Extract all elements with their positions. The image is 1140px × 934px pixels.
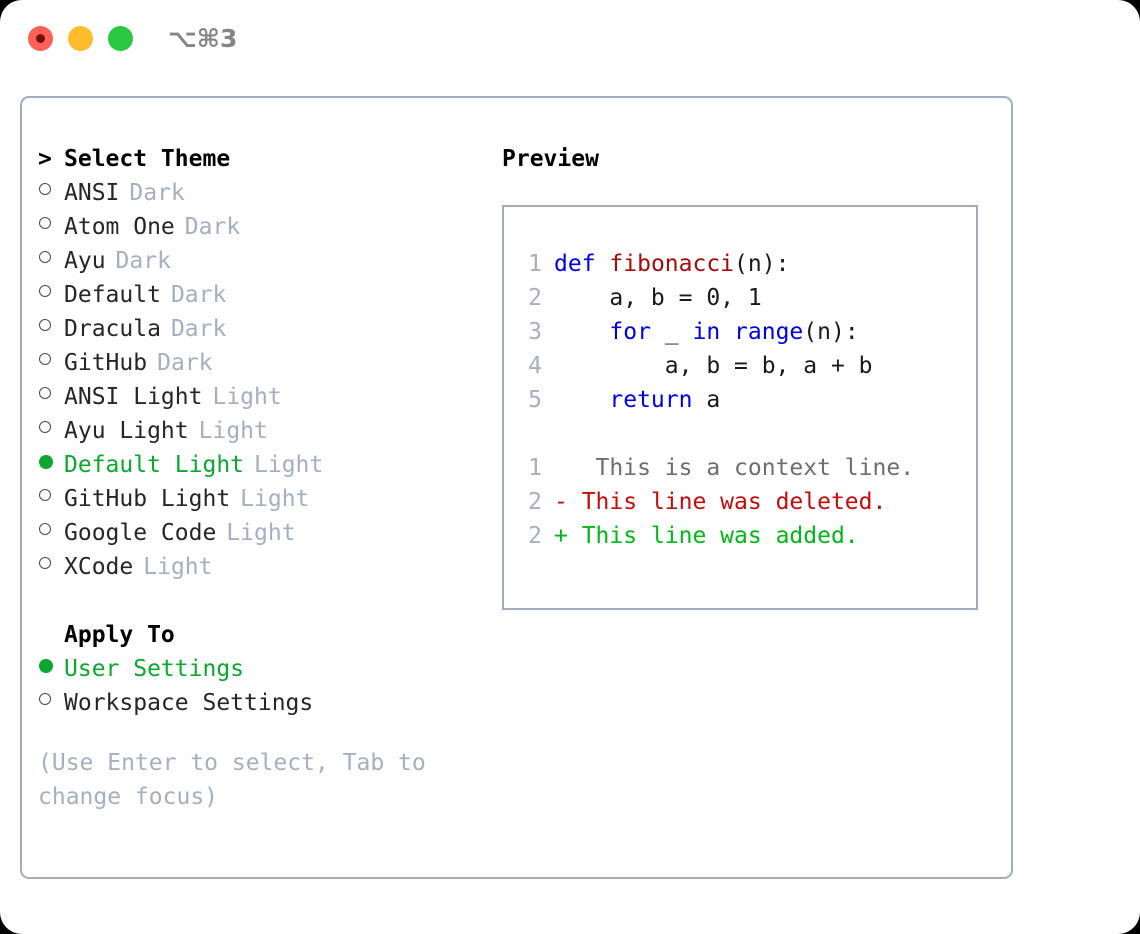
code-line: 3 for _ in range(n): [516,315,972,349]
code-line: 5 return a [516,383,972,417]
theme-variant-tag: Dark [115,248,171,274]
theme-name-label: ANSI Light [64,384,203,410]
diff-text: This line was deleted. [567,489,887,515]
theme-name-label: Atom One [64,214,175,240]
apply-to-option-user[interactable]: User Settings [38,652,498,686]
page-title: Select Theme [64,146,231,172]
theme-list-item[interactable]: Ayu Light Light [38,414,498,448]
code-token: fibonacci [609,251,735,277]
theme-variant-tag: Dark [157,350,213,376]
theme-list-item[interactable]: GitHub Light Light [38,482,498,516]
code-token [554,315,609,349]
theme-list-item[interactable]: Google Code Light [38,516,498,550]
theme-name-label: Google Code [64,520,217,546]
theme-variant-tag: Light [143,554,213,580]
theme-name-label: Dracula [64,316,161,342]
line-number: 5 [528,387,542,413]
diff-line-deleted: 2- This line was deleted. [516,485,972,519]
select-theme-header: > Select Theme [38,142,498,176]
theme-list-item[interactable]: Ayu Dark [38,244,498,278]
theme-list-item[interactable]: GitHub Dark [38,346,498,380]
code-token [720,315,734,349]
line-number: 2 [528,489,542,515]
theme-name-label: ANSI [64,180,120,206]
theme-list-item[interactable]: Atom One Dark [38,210,498,244]
code-token: for [609,319,651,345]
diff-text: This is a context line. [567,455,915,481]
diff-line-context: 1 This is a context line. [516,451,972,485]
code-token: a, b = 0, 1 [554,285,762,311]
apply-to-option-label: Workspace Settings [64,690,314,716]
code-diff-gap [516,417,972,451]
theme-list-item[interactable]: ANSI Light Light [38,380,498,414]
theme-variant-tag: Light [198,418,268,444]
line-number: 4 [528,353,542,379]
preview-title: Preview [502,146,599,172]
diff-sign: + [554,523,568,549]
theme-name-label: XCode [64,554,134,580]
apply-to-option-workspace[interactable]: Workspace Settings [38,686,498,720]
code-token: def [554,251,596,277]
code-token [596,247,610,281]
list-spacer [38,584,498,618]
theme-name-label: GitHub [64,350,148,376]
diff-line-added: 2 + This line was added. [516,519,972,553]
code-token: range [734,319,804,345]
line-number: 1 [528,455,542,481]
theme-name-label: Default Light [64,452,245,478]
code-token: return [609,387,693,413]
code-line: 4 a, b = b, a + b [516,349,972,383]
traffic-light-group [28,26,133,51]
keyboard-hint-text: (Use Enter to select, Tab to change focu… [38,750,440,810]
theme-list-item[interactable]: XCode Light [38,550,498,584]
line-number: 3 [528,319,542,345]
line-number: 2 [528,285,542,311]
theme-variant-tag: Dark [129,180,185,206]
apply-to-header: Apply To [38,618,498,652]
theme-list-item[interactable]: Dracula Dark [38,312,498,346]
theme-list-item-selected[interactable]: Default Light Light [38,448,498,482]
close-button-icon[interactable] [28,26,53,51]
maximize-button-icon[interactable] [108,26,133,51]
theme-name-label: Ayu Light [64,418,189,444]
diff-text: This line was added. [567,523,859,549]
theme-variant-tag: Light [212,384,282,410]
apply-to-title: Apply To [64,622,175,648]
diff-sign: - [554,489,568,515]
diff-sign [554,451,568,485]
code-token: in [692,319,721,345]
code-token: _ [650,319,693,345]
prompt-caret-icon: > [38,146,52,172]
apply-to-option-label: User Settings [64,656,245,682]
theme-list-item[interactable]: ANSI Dark [38,176,498,210]
code-line: 2 a, b = 0, 1 [516,281,972,315]
theme-name-label: Ayu [64,248,106,274]
code-token [554,383,609,417]
line-number: 1 [528,251,542,277]
theme-variant-tag: Light [226,520,296,546]
line-number: 2 [528,523,542,549]
theme-list-item[interactable]: Default Dark [38,278,498,312]
theme-variant-tag: Light [254,452,324,478]
theme-name-label: GitHub Light [64,486,231,512]
window-titlebar: ⌥⌘3 [0,0,1140,78]
theme-variant-tag: Light [240,486,310,512]
minimize-button-icon[interactable] [68,26,93,51]
code-token: a [692,387,721,413]
code-token: (n): [734,251,790,277]
theme-variant-tag: Dark [184,214,241,240]
keyboard-shortcut-label: ⌥⌘3 [168,24,238,53]
theme-name-label: Default [64,282,161,308]
theme-variant-tag: Dark [170,282,227,308]
code-token: (n): [803,319,859,345]
code-line: 1 def fibonacci(n): [516,247,972,281]
theme-variant-tag: Dark [170,316,227,342]
code-token: a, b = b, a + b [554,353,873,379]
